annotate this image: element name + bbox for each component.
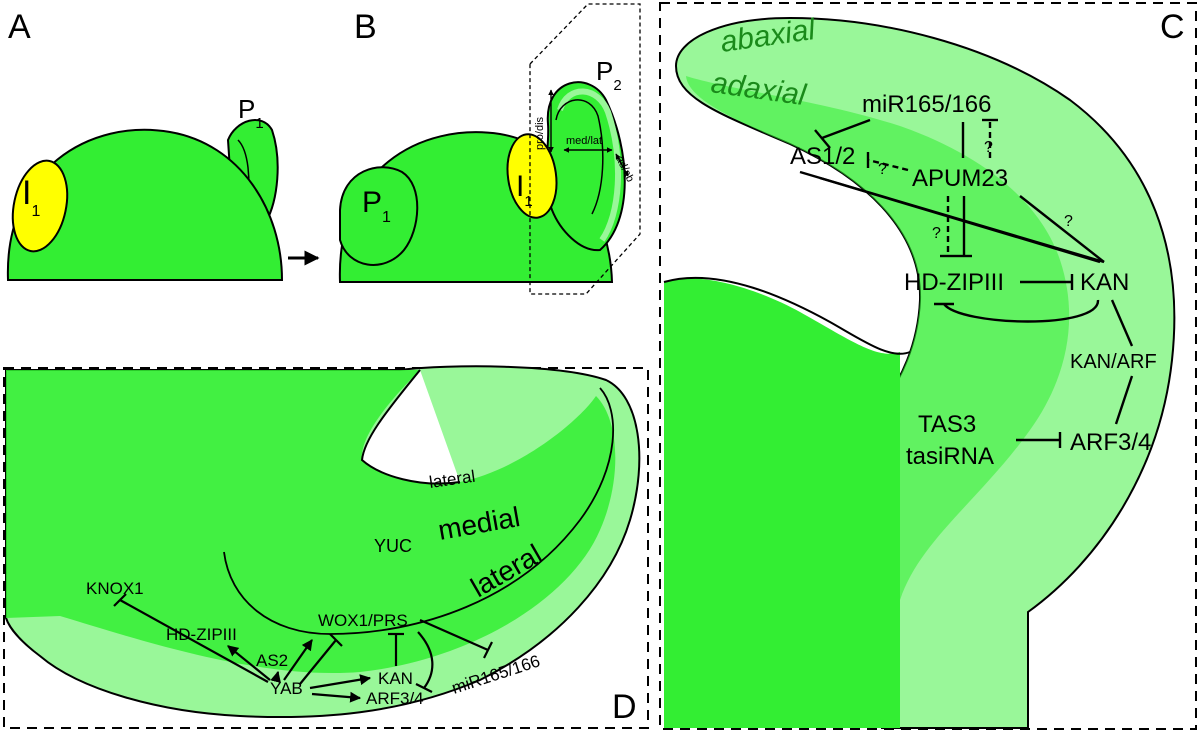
panel-b-p2-inner-edge (555, 99, 604, 215)
panel-b: B I1 P1 P2 pro/dis med/lat ad/ab (338, 3, 641, 295)
panel-b-axis-prodis-label: pro/dis (534, 116, 546, 150)
panel-b-axis-adab (615, 153, 629, 177)
panel-d-yab: YAB (270, 679, 303, 698)
panel-b-p2-label: P2 (596, 56, 622, 94)
panel-c-kan: KAN (1080, 269, 1129, 296)
panel-b-p2-abaxial-band (557, 88, 622, 242)
panel-d-interactions (113, 593, 493, 703)
panel-c-letter: C (1160, 8, 1185, 46)
panel-d-knox: KNOX1 (86, 579, 144, 598)
panel-c-as: AS1/2 (790, 143, 855, 170)
panel-b-axis-medlat-label: med/lat (566, 135, 602, 147)
panel-b-letter: B (354, 8, 377, 46)
panel-a: A I1 P1 (6, 8, 284, 281)
panel-c-tasirna: tasiRNA (906, 443, 994, 470)
panel-c-q4: ? (1064, 213, 1073, 230)
panel-c-stem-edge (663, 276, 911, 355)
panel-c-hdzip: HD-ZIPIII (904, 269, 1004, 296)
panel-d-as2: AS2 (256, 651, 288, 670)
panel-b-p1-label: P1 (362, 186, 391, 226)
panel-c-q2: ? (878, 161, 887, 178)
panel-d-arf: ARF3/4 (366, 689, 424, 708)
panel-c-kanarf: KAN/ARF (1070, 351, 1157, 373)
panel-a-i1-label: I1 (22, 174, 40, 220)
panel-b-p1-primordium (339, 166, 419, 266)
panel-c-mir: miR165/166 (862, 91, 991, 118)
panel-c-arf: ARF3/4 (1070, 429, 1151, 456)
panel-d-yuc: YUC (374, 536, 412, 556)
panel-d: D lateral medial lateral YUC KNOX1 HD-ZI… (3, 365, 649, 729)
panel-d-frame (3, 367, 649, 729)
panel-c-tas3: TAS3 (918, 411, 976, 438)
panel-a-incipient-primordium (11, 159, 69, 253)
panel-b-zoom-box (529, 3, 641, 295)
panel-b-i1-label: I1 (516, 170, 533, 210)
panel-d-wox: WOX1/PRS (318, 611, 408, 630)
panel-d-leaf-body (6, 370, 616, 674)
panel-a-p1-label: P1 (238, 94, 264, 132)
panel-c: C abaxial adaxial miR165/166 AS1/2 APUM2… (659, 2, 1197, 730)
panel-c-q1: ? (984, 139, 993, 156)
panel-c-stem (664, 278, 900, 728)
panel-d-kan: KAN (378, 669, 413, 688)
panel-d-hdzip: HD-ZIPIII (166, 625, 237, 644)
panel-c-q3: ? (932, 225, 941, 242)
panel-d-letter: D (612, 688, 637, 726)
panel-b-incipient-primordium (506, 133, 558, 219)
panel-d-sinus-edge (360, 369, 461, 485)
panel-c-apum: APUM23 (912, 165, 1008, 192)
panel-c-interactions (799, 118, 1134, 448)
panel-a-letter: A (8, 8, 31, 46)
panel-c-leaf-adaxial (686, 76, 1070, 728)
panel-d-inner-edge (223, 387, 614, 635)
